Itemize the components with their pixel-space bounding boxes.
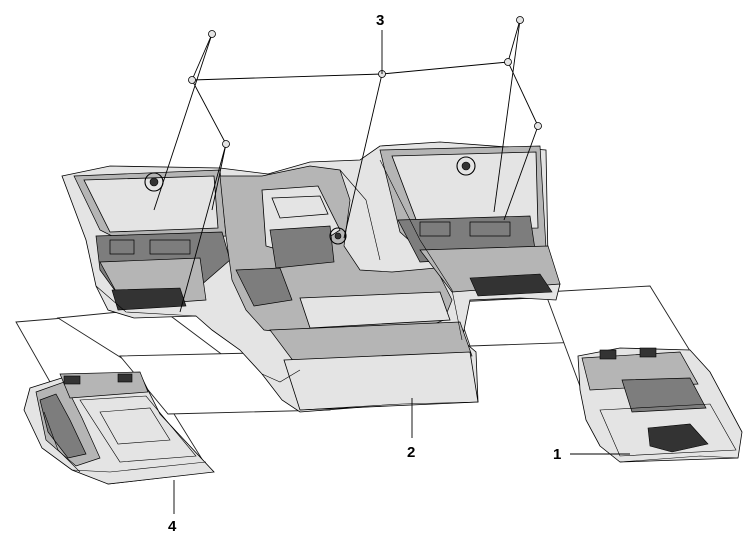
callout-number: 4 <box>168 518 177 535</box>
part-2-central-floor-cover <box>61 141 561 413</box>
callout-number: 2 <box>407 444 415 461</box>
callout-4: 4 <box>168 480 177 535</box>
callout-1: 1 <box>553 446 630 463</box>
callout-number: 1 <box>553 446 561 463</box>
callout-3: 3 <box>376 12 384 74</box>
part-1-right-floor-mat <box>577 347 743 463</box>
callout-2: 2 <box>407 398 415 461</box>
callout-number: 3 <box>376 12 384 29</box>
part-4-left-floor-mat <box>23 371 215 485</box>
part-3-fastener-points <box>153 16 542 313</box>
